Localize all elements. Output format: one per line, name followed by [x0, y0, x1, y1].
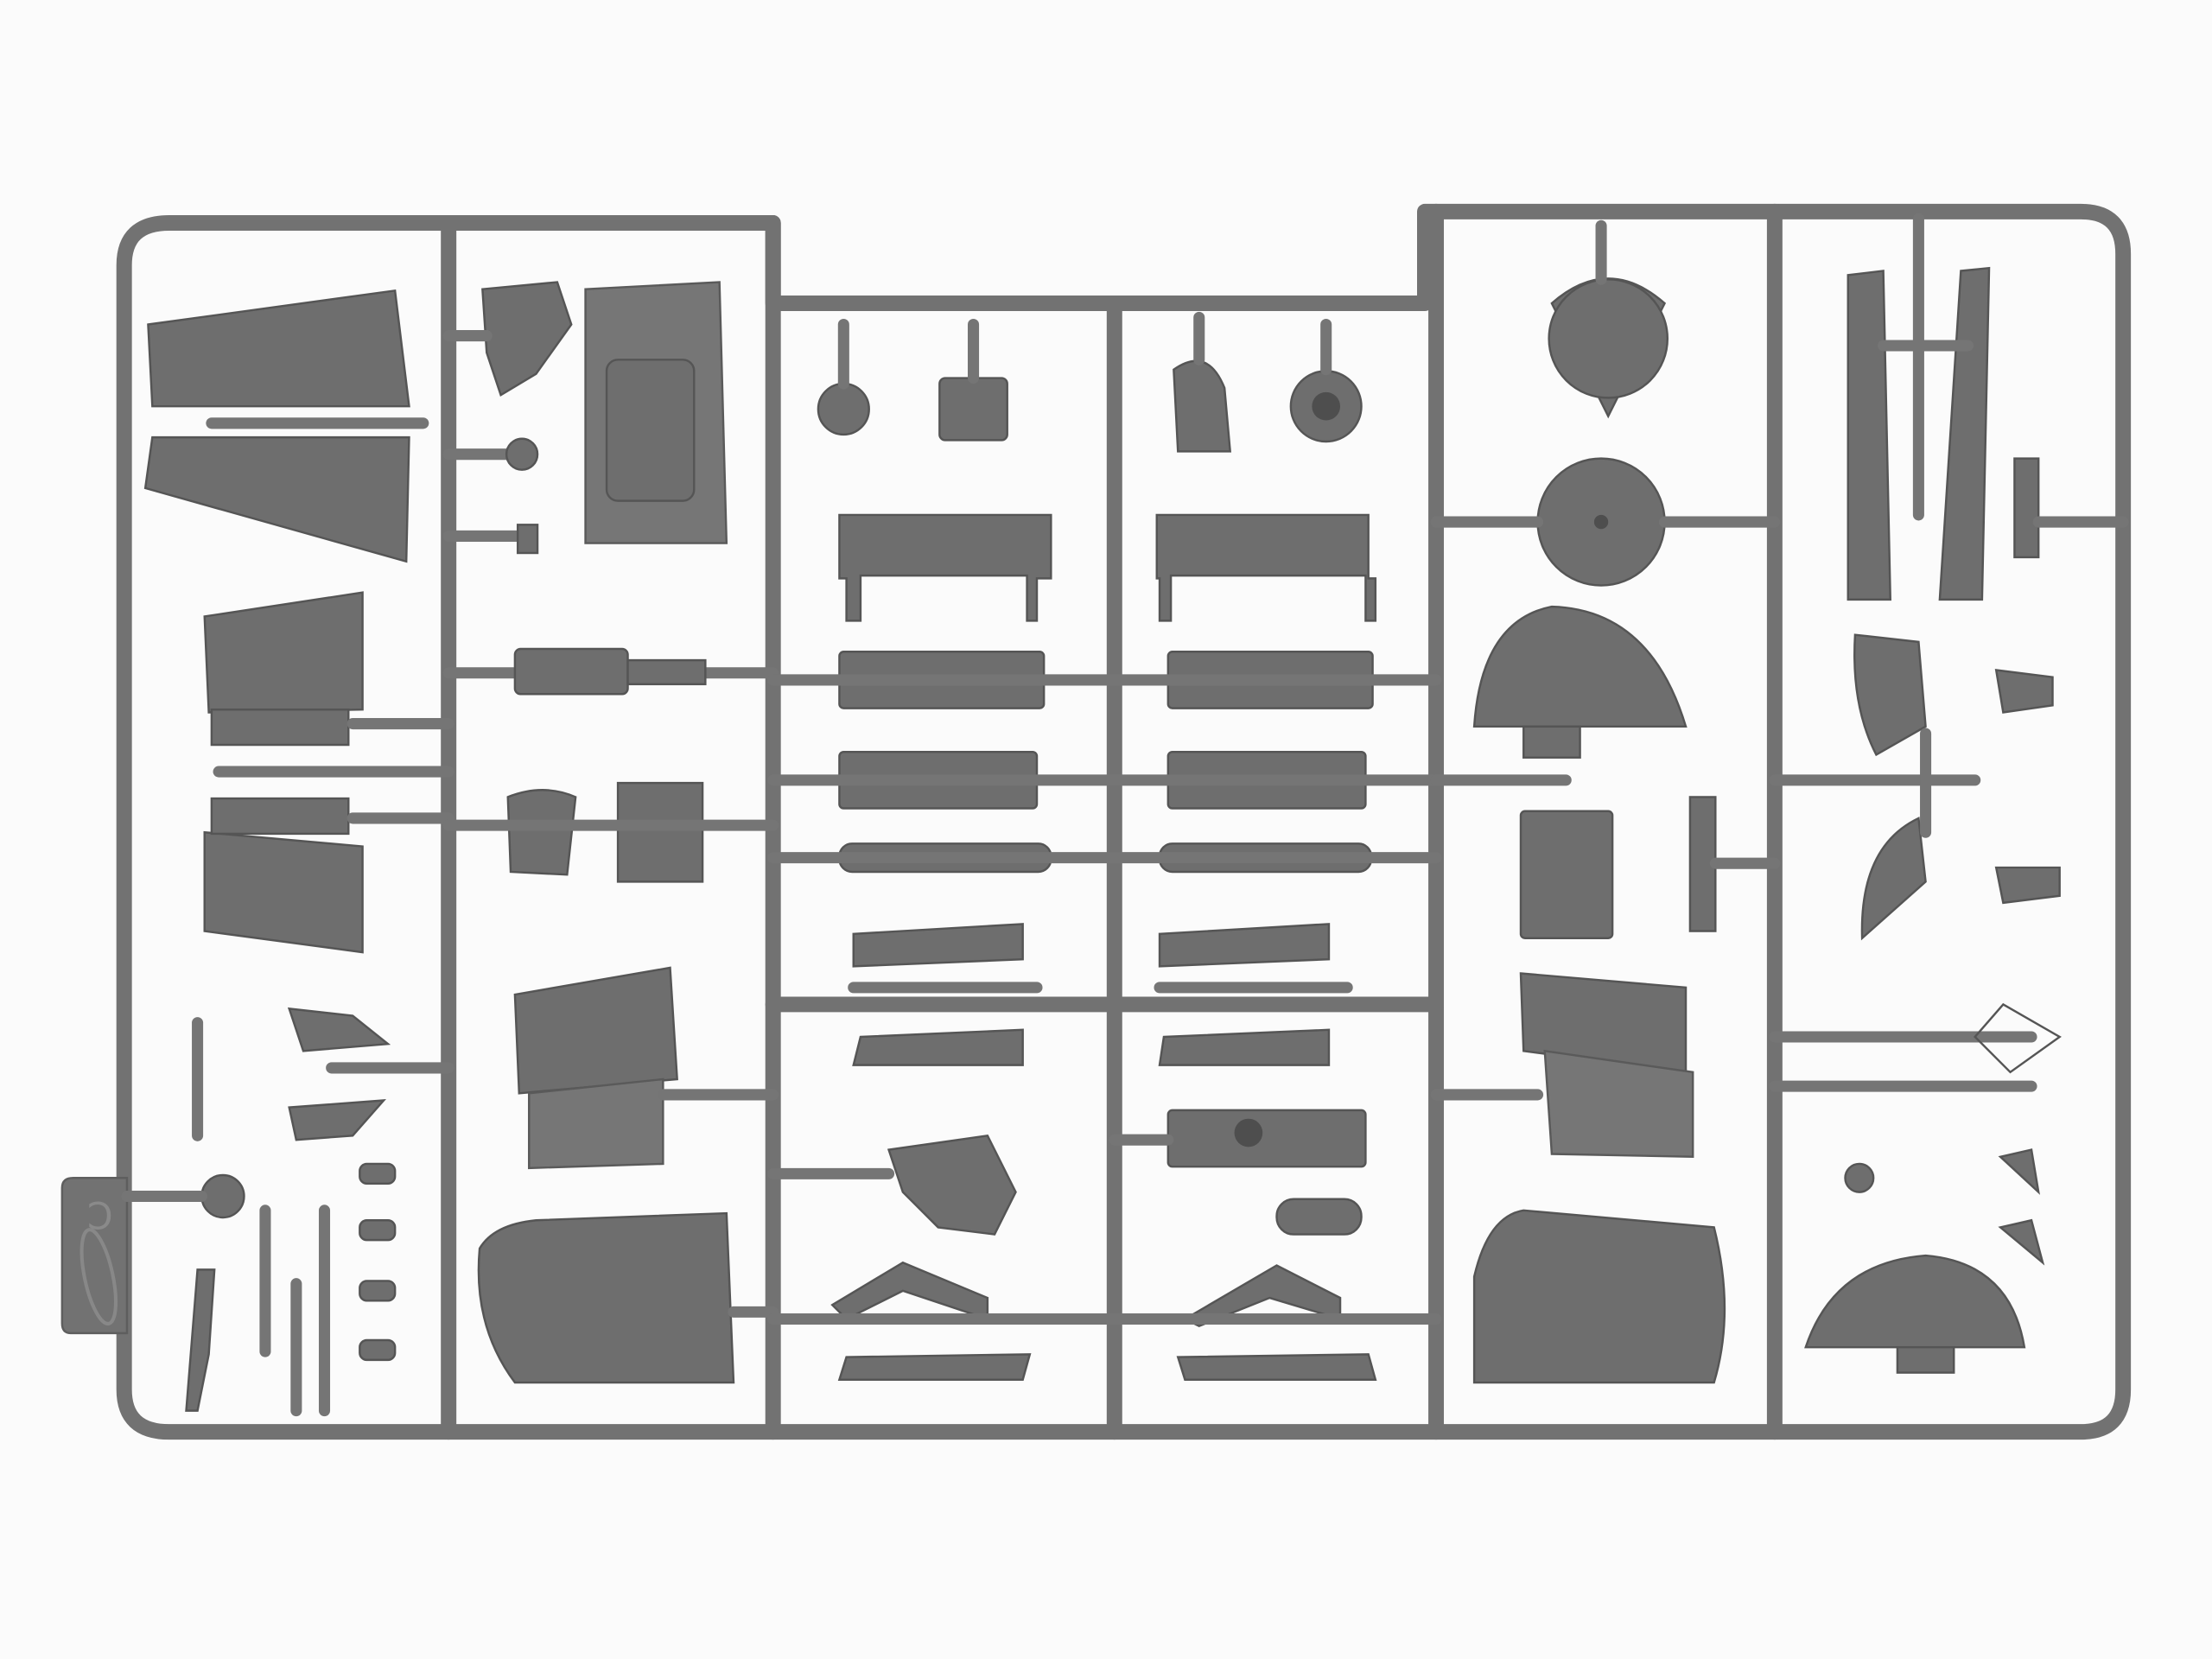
- elevator-part: [477, 1211, 735, 1384]
- fuel-tank-part: [513, 647, 629, 696]
- engine-parts: [767, 311, 1442, 1381]
- fairing-part: [1804, 1254, 2026, 1349]
- flap-part: [1543, 1049, 1694, 1159]
- elevator-part: [1472, 1209, 1726, 1384]
- landing-gear-part: [830, 1261, 989, 1321]
- column-2-parts: [442, 281, 779, 1384]
- tailplane-part: [203, 591, 364, 714]
- fairing-part: [1472, 605, 1688, 728]
- wing-flap-part: [147, 289, 410, 408]
- fairing-part: [1860, 817, 1927, 941]
- instrument-panel-part: [481, 281, 573, 397]
- flap-part: [513, 966, 678, 1095]
- control-wheel-part: [200, 1173, 245, 1219]
- icm-logo: [79, 1228, 118, 1325]
- fairing-part: [1853, 633, 1927, 757]
- tailplane-part: [203, 830, 364, 954]
- column-1-parts: [121, 289, 454, 1417]
- wing-flap-part: [143, 435, 410, 563]
- column-5-parts: [1430, 219, 1781, 1384]
- flap-part: [528, 1077, 664, 1170]
- sprue-letter: C: [87, 1192, 113, 1235]
- runner-frame: [116, 203, 2132, 1440]
- sprue-tab: C: [60, 1177, 129, 1335]
- column-6-parts: [1769, 213, 2129, 1374]
